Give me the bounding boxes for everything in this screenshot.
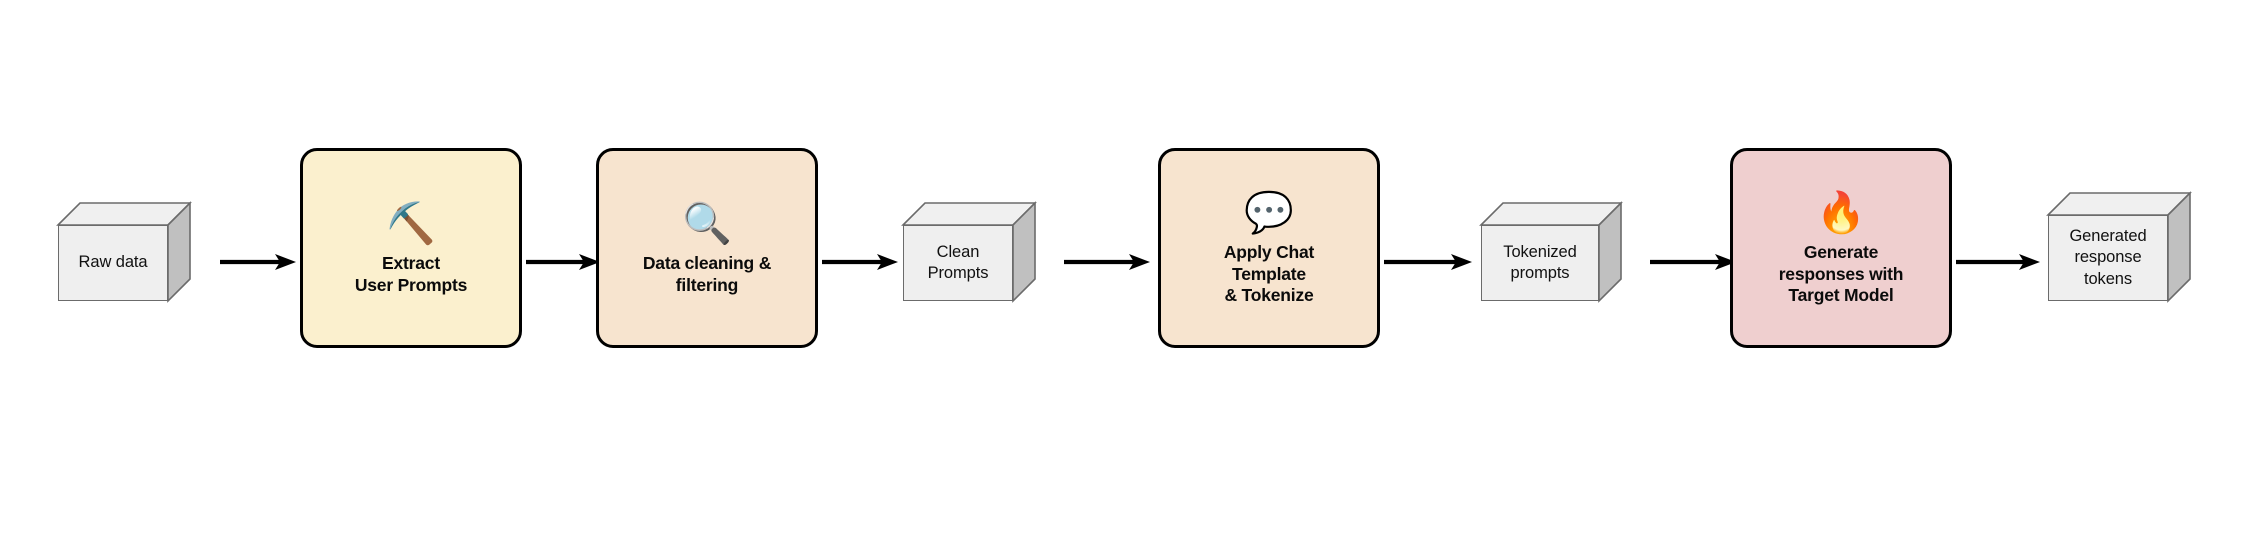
cube-front-face: Tokenized prompts — [1481, 225, 1599, 301]
cube-label: Tokenized prompts — [1503, 242, 1577, 282]
cube-3d-faces — [2046, 191, 2192, 303]
data-cube-clean-prompts: Clean Prompts — [901, 201, 1037, 303]
process-node-extract-user-prompts[interactable]: ⛏️ Extract User Prompts — [300, 148, 522, 348]
process-node-label: Apply Chat Template & Tokenize — [1223, 241, 1315, 306]
arrow-cleaning-to-clean-prompts — [822, 250, 898, 274]
cube-3d-faces — [56, 201, 192, 303]
arrow-generate-to-output — [1956, 250, 2040, 274]
data-cube-generated-response-tokens: Generated response tokens — [2046, 191, 2192, 303]
process-node-label: Data cleaning & filtering — [642, 252, 772, 295]
cube-front-face: Generated response tokens — [2048, 215, 2168, 301]
process-node-label: Generate responses with Target Model — [1778, 241, 1904, 306]
process-node-label: Extract User Prompts — [354, 252, 468, 295]
data-cube-tokenized-prompts: Tokenized prompts — [1479, 201, 1623, 303]
arrow-extract-to-cleaning — [526, 250, 600, 274]
fire-icon: 🔥 — [1816, 190, 1866, 235]
process-node-generate-responses-target-model[interactable]: 🔥 Generate responses with Target Model — [1730, 148, 1952, 348]
cube-front-face: Raw data — [58, 225, 168, 301]
arrow-raw-to-extract — [220, 250, 296, 274]
pickaxe-icon: ⛏️ — [386, 201, 436, 246]
process-node-apply-chat-template-tokenize[interactable]: 💬 Apply Chat Template & Tokenize — [1158, 148, 1380, 348]
arrow-tokenized-to-generate — [1650, 250, 1736, 274]
cube-label: Raw data — [78, 253, 148, 272]
arrow-clean-prompts-to-template — [1064, 250, 1150, 274]
arrow-template-to-tokenized — [1384, 250, 1472, 274]
cube-front-face: Clean Prompts — [903, 225, 1013, 301]
cube-3d-faces — [901, 201, 1037, 303]
magnifying-glass-icon: 🔍 — [682, 201, 732, 246]
speech-balloon-icon: 💬 — [1244, 190, 1294, 235]
cube-label: Generated response tokens — [2069, 227, 2147, 288]
process-node-data-cleaning-filtering[interactable]: 🔍 Data cleaning & filtering — [596, 148, 818, 348]
cube-label: Clean Prompts — [927, 242, 989, 282]
data-cube-raw-data: Raw data — [56, 201, 192, 303]
